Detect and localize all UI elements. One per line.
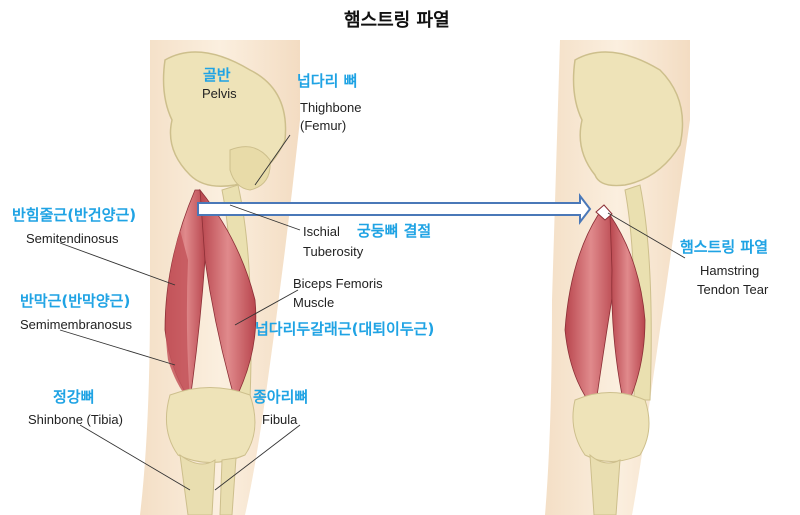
- tear-korean-label: 햄스트링 파열: [680, 238, 769, 256]
- biceps-english-label-1: Biceps Femoris: [293, 276, 383, 291]
- right-pelvis-bone: [572, 51, 684, 187]
- right-hamstring-muscle: [609, 213, 646, 412]
- femur-english-label-2: (Femur): [300, 118, 347, 133]
- left-biceps-femoris-muscle: [199, 188, 257, 402]
- biceps-korean-label: 넙다리두갈래근(대퇴이두근): [255, 320, 435, 338]
- left-tibia-bone: [179, 453, 216, 515]
- fibula-english-label: Fibula: [262, 412, 298, 427]
- left-thigh-illustration: [140, 40, 300, 515]
- left-fibula-bone: [219, 457, 237, 515]
- biceps-english-label-2: Muscle: [293, 295, 335, 310]
- right-torn-tendon-end: [595, 204, 613, 221]
- fibula-korean-label: 종아리뼈: [253, 388, 309, 406]
- semimembranosus-korean-label: 반막근(반막양근): [20, 292, 131, 310]
- left-knee-bone: [165, 387, 256, 463]
- left-femur-head: [229, 146, 271, 191]
- pelvis-korean-label: 골반: [203, 66, 231, 84]
- tear-english-label-1: Hamstring: [700, 263, 760, 278]
- ischial-english-label-1: Ischial: [303, 224, 340, 239]
- femur-english-label-1: Thighbone: [300, 100, 362, 115]
- diagram-title: 햄스트링 파열: [344, 10, 450, 31]
- right-tibia-bone: [589, 453, 621, 515]
- right-thigh-illustration: [545, 40, 690, 515]
- tear-english-label-2: Tendon Tear: [697, 282, 769, 297]
- right-knee-bone: [572, 392, 650, 462]
- semitendinosus-english-label: Semitendinosus: [26, 231, 119, 246]
- transition-arrow: [197, 193, 592, 225]
- ischial-english-label-2: Tuberosity: [303, 244, 364, 259]
- pelvis-english-label: Pelvis: [202, 86, 237, 101]
- tibia-korean-label: 정강뼈: [53, 388, 95, 406]
- tibia-english-label: Shinbone (Tibia): [28, 412, 123, 427]
- semimembranosus-english-label: Semimembranosus: [20, 317, 132, 332]
- femur-korean-label: 넙다리 뼈: [297, 72, 358, 90]
- leader-lines: [59, 134, 686, 491]
- left-semimembranosus-muscle: [165, 230, 190, 400]
- ischial-korean-label: 궁둥뼈 결절: [357, 222, 432, 240]
- semitendinosus-korean-label: 반힘줄근(반건양근): [12, 206, 137, 224]
